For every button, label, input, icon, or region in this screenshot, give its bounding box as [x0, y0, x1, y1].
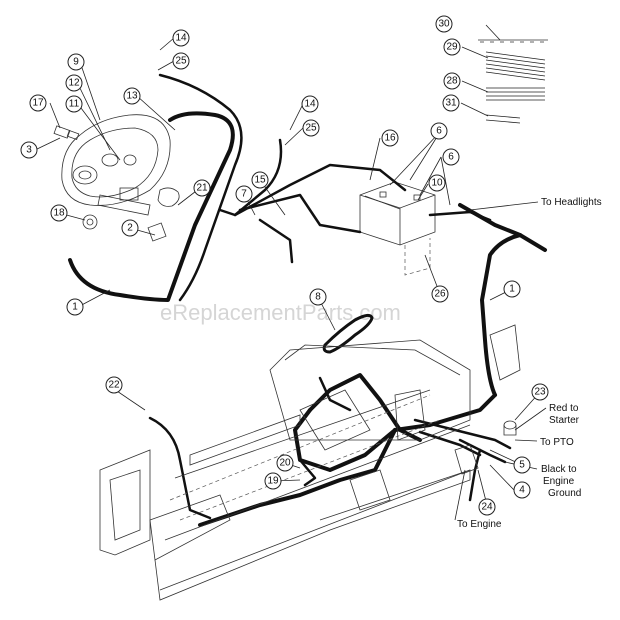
callout-23: 23: [531, 383, 549, 401]
svg-text:25: 25: [175, 56, 187, 67]
callout-31: 31: [442, 94, 460, 112]
callout-21: 21: [193, 179, 211, 197]
leader-lines: [34, 24, 547, 521]
svg-text:8: 8: [315, 292, 321, 303]
callout-13: 13: [123, 87, 141, 105]
callout-3: 3: [20, 141, 38, 159]
chassis-frame: [99, 324, 521, 601]
svg-text:3: 3: [26, 145, 32, 156]
callout-18: 18: [50, 204, 68, 222]
label-black-to: Black to: [541, 464, 577, 475]
svg-text:29: 29: [446, 42, 458, 53]
svg-text:24: 24: [481, 502, 493, 513]
callout-29: 29: [443, 38, 461, 56]
callout-19: 19: [264, 472, 282, 490]
callout-17: 17: [29, 94, 47, 112]
callout-24: 24: [478, 498, 496, 516]
callout-25b: 25: [302, 119, 320, 137]
callout-30: 30: [435, 15, 453, 33]
svg-text:21: 21: [196, 183, 208, 194]
starter-terminal: [503, 420, 517, 436]
callout-22: 22: [105, 376, 123, 394]
belt-8: [322, 313, 374, 354]
svg-text:19: 19: [267, 476, 279, 487]
svg-text:11: 11: [69, 99, 80, 110]
battery: [359, 181, 436, 276]
svg-text:2: 2: [127, 223, 133, 234]
svg-text:6: 6: [448, 152, 454, 163]
callout-7: 7: [235, 185, 253, 203]
label-to-engine: To Engine: [457, 519, 502, 530]
dash-panel: [61, 114, 180, 242]
callout-20: 20: [276, 454, 294, 472]
callout-6b: 6: [442, 148, 460, 166]
switch-18: [82, 214, 98, 230]
label-red-to: Red to: [549, 403, 579, 414]
callout-2: 2: [121, 219, 139, 237]
svg-text:17: 17: [32, 98, 44, 109]
svg-text:28: 28: [446, 76, 458, 87]
label-starter: Starter: [549, 415, 580, 426]
svg-text:9: 9: [73, 57, 79, 68]
svg-text:14: 14: [175, 33, 187, 44]
callout-16: 16: [381, 129, 399, 147]
label-engine: Engine: [543, 476, 575, 487]
svg-text:30: 30: [438, 19, 450, 30]
callout-15: 15: [251, 171, 269, 189]
callout-25a: 25: [172, 52, 190, 70]
label-to-pto: To PTO: [540, 437, 574, 448]
svg-text:4: 4: [519, 485, 525, 496]
label-to-headlights: To Headlights: [541, 197, 602, 208]
svg-text:25: 25: [305, 123, 317, 134]
svg-text:7: 7: [241, 189, 247, 200]
callout-10: 10: [428, 174, 446, 192]
svg-text:10: 10: [431, 178, 443, 189]
callout-5: 5: [513, 456, 531, 474]
callout-1b: 1: [503, 280, 521, 298]
callout-9: 9: [67, 53, 85, 71]
callout-11: 11: [65, 95, 83, 113]
svg-text:26: 26: [434, 289, 446, 300]
svg-text:18: 18: [53, 208, 65, 219]
connector-17: [53, 125, 80, 141]
svg-text:1: 1: [72, 302, 78, 313]
callout-6a: 6: [430, 122, 448, 140]
svg-text:15: 15: [254, 175, 266, 186]
callout-8: 8: [309, 288, 327, 306]
callout-14b: 14: [301, 95, 319, 113]
svg-text:14: 14: [304, 99, 316, 110]
svg-text:5: 5: [519, 460, 525, 471]
hardware-kit: [478, 39, 548, 124]
svg-text:12: 12: [68, 78, 80, 89]
callout-26: 26: [431, 285, 449, 303]
svg-text:13: 13: [126, 91, 138, 102]
svg-text:31: 31: [445, 98, 457, 109]
svg-text:22: 22: [108, 380, 120, 391]
svg-text:20: 20: [279, 458, 291, 469]
callout-12: 12: [65, 74, 83, 92]
svg-text:6: 6: [436, 126, 442, 137]
callout-28: 28: [443, 72, 461, 90]
callout-1a: 1: [66, 298, 84, 316]
svg-text:1: 1: [509, 284, 515, 295]
label-ground: Ground: [548, 488, 581, 499]
svg-text:23: 23: [534, 387, 546, 398]
callout-14a: 14: [172, 29, 190, 47]
watermark-text: eReplacementParts.com: [160, 300, 401, 325]
svg-text:16: 16: [384, 133, 396, 144]
callout-4: 4: [513, 481, 531, 499]
